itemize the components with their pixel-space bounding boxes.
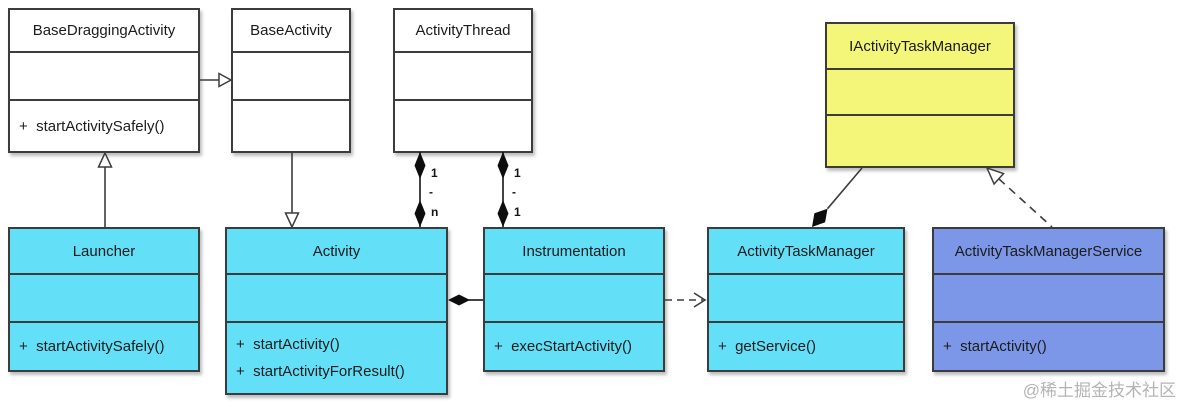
methods-compartment: + getService() [709,323,903,370]
multiplicity-label: - [429,185,433,199]
method-label: + startActivity() [943,338,1047,355]
fields-compartment [227,275,446,323]
class-title: ActivityTaskManager [709,229,903,275]
composition-activity-instrumentation [448,294,483,306]
methods-compartment: + startActivitySafely() [10,101,198,151]
methods-compartment [395,101,531,151]
class-title: BaseActivity [233,10,349,53]
method-label: + startActivitySafely() [19,338,165,355]
multiplicity-label: 1 [431,166,438,180]
fields-compartment [485,275,663,323]
methods-compartment: + startActivitySafely() [10,323,198,370]
methods-compartment: + startActivity() [934,323,1163,370]
method-label: + startActivitySafely() [19,117,165,135]
multiplicity-label: 1 [514,205,521,219]
class-box-instrumentation: Instrumentation + execStartActivity() [483,227,665,372]
composition-activitythread-activity: 1 - n [414,152,438,227]
class-box-activity-thread: ActivityThread [393,8,533,153]
watermark: @稀土掘金技术社区 [1022,381,1176,400]
class-box-launcher: Launcher + startActivitySafely() [8,227,200,372]
class-title: BaseDraggingActivity [10,10,198,53]
fields-compartment [709,275,903,323]
method-label: + startActivityForResult() [236,363,405,380]
class-title: ActivityThread [395,10,531,53]
multiplicity-label: n [431,205,438,219]
generalization-baseactivity-to-activity-arrow [284,152,300,229]
generalization-launcher-to-basedragging-arrow [97,151,113,227]
fields-compartment [395,53,531,101]
fields-compartment [934,275,1163,323]
class-title: ActivityTaskManagerService [934,229,1163,275]
generalization-basedragging-to-baseactivity-arrow [200,72,233,88]
methods-compartment: + execStartActivity() [485,323,663,370]
class-title: IActivityTaskManager [827,24,1013,70]
class-box-base-activity: BaseActivity [231,8,351,153]
methods-compartment: + startActivity() + startActivityForResu… [227,323,446,393]
fields-compartment [10,275,198,323]
multiplicity-label: - [512,185,516,199]
method-label: + startActivity() [236,336,340,353]
class-box-activity-task-manager-service: ActivityTaskManagerService + startActivi… [932,227,1165,372]
composition-activitytaskmanager-iactivitytaskmanager [812,167,863,227]
class-title: Instrumentation [485,229,663,275]
class-title: Activity [227,229,446,275]
fields-compartment [233,53,349,101]
composition-activitythread-instrumentation: 1 - 1 [497,152,521,227]
fields-compartment [10,53,198,101]
method-label: + execStartActivity() [494,338,632,355]
class-title: Launcher [10,229,198,275]
realization-atms-to-iactivitytaskmanager-arrow [985,166,1053,228]
fields-compartment [827,70,1013,116]
class-box-iactivity-task-manager: IActivityTaskManager [825,22,1015,168]
class-box-activity: Activity + startActivity() + startActivi… [225,227,448,395]
methods-compartment [233,101,349,151]
multiplicity-label: 1 [514,166,521,180]
dependency-instrumentation-to-activitytaskmanager-arrow [665,292,707,308]
class-box-activity-task-manager: ActivityTaskManager + getService() [707,227,905,372]
class-box-base-dragging-activity: BaseDraggingActivity + startActivitySafe… [8,8,200,153]
methods-compartment [827,116,1013,166]
method-label: + getService() [718,338,816,355]
